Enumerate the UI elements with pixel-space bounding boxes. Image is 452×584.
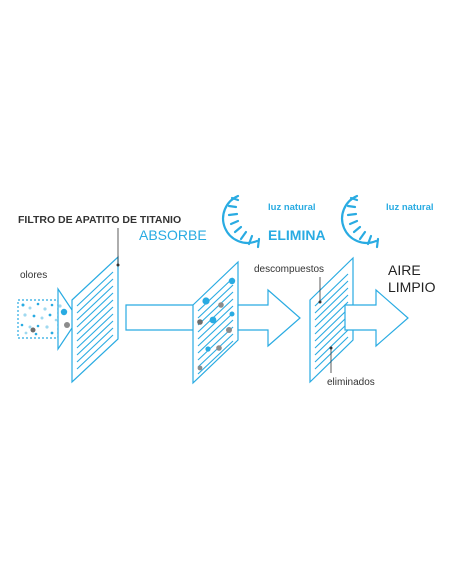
eliminate-filter xyxy=(309,256,354,384)
airflow-arrow-1 xyxy=(125,304,196,331)
absorbs-label: ABSORBE xyxy=(139,227,207,243)
decomposed-label: descompuestos xyxy=(254,264,324,275)
natural-light-label-1: luz natural xyxy=(268,202,316,213)
sun-rays-icon xyxy=(221,194,261,249)
titanium-apatite-filter xyxy=(71,255,119,384)
natural-light-label-2: luz natural xyxy=(386,202,434,213)
odor-particles xyxy=(20,302,70,336)
clean-air-label-line1: AIRE xyxy=(388,262,421,278)
clean-air-label-line2: LIMPIO xyxy=(388,279,436,295)
airflow-arrow-3 xyxy=(344,288,409,348)
sun-rays-icon xyxy=(340,194,380,249)
filter-label: FILTRO DE APATITO DE TITANIO xyxy=(18,214,181,226)
odor-cloud xyxy=(17,287,79,351)
eliminates-label: ELIMINA xyxy=(268,227,326,243)
absorbed-particles xyxy=(197,277,236,371)
airflow-arrow-2 xyxy=(237,288,301,348)
eliminated-label: eliminados xyxy=(327,377,375,388)
odors-label: olores xyxy=(20,270,47,281)
absorb-filter xyxy=(192,260,239,385)
